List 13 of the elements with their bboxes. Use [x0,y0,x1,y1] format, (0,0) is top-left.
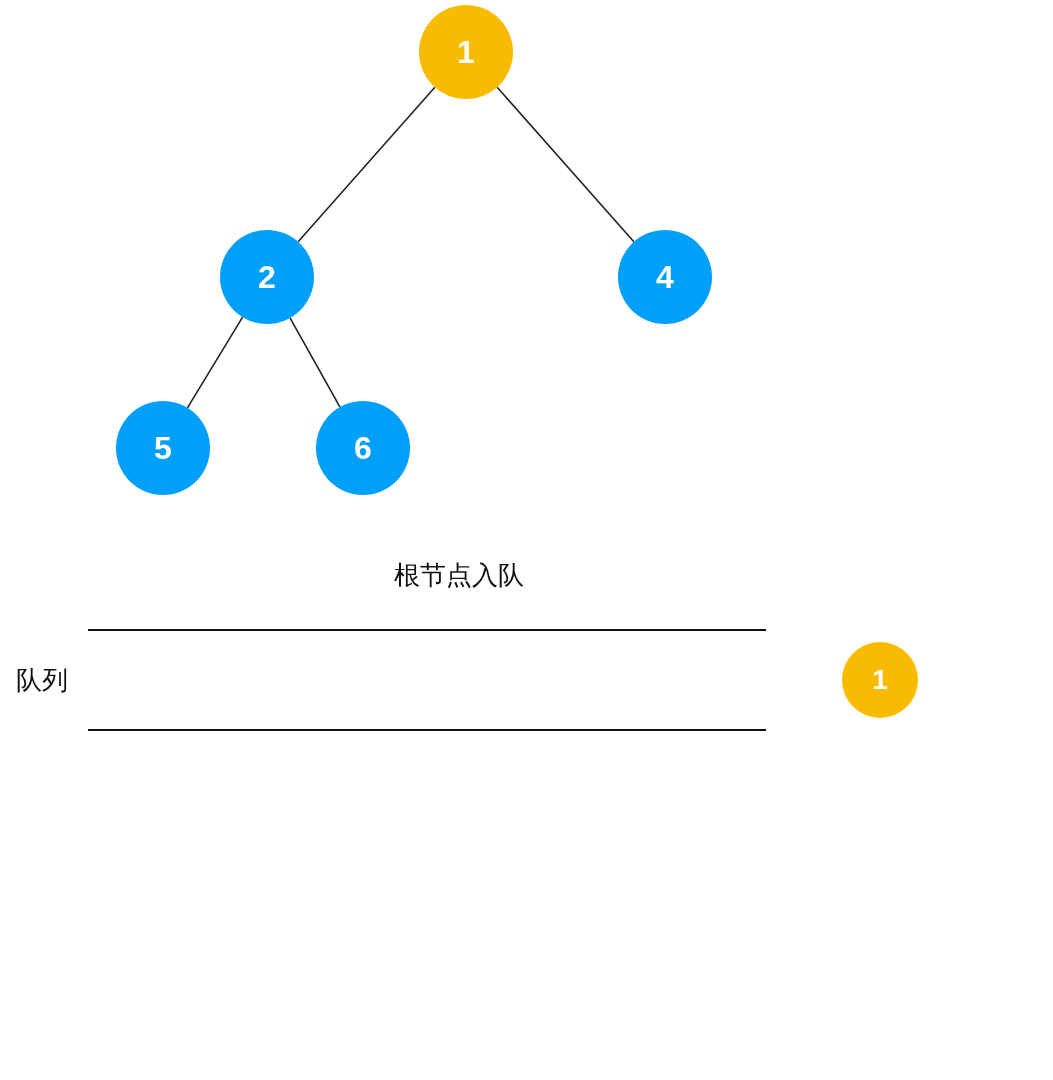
tree-edge-line [496,86,635,243]
tree-edge-line [289,317,341,408]
tree-node-circle: 2 [220,230,314,324]
tree-node-circle: 1 [842,642,918,718]
tree-node-circle: 5 [116,401,210,495]
tree-edge-line [186,316,244,409]
tree-node-circle: 4 [618,230,712,324]
tree-node-circle: 1 [419,5,513,99]
caption-text: 根节点入队 [394,559,524,592]
queue-channel [88,629,766,731]
queue-label: 队列 [16,664,68,697]
tree-edge-line [297,86,436,243]
tree-node-circle: 6 [316,401,410,495]
